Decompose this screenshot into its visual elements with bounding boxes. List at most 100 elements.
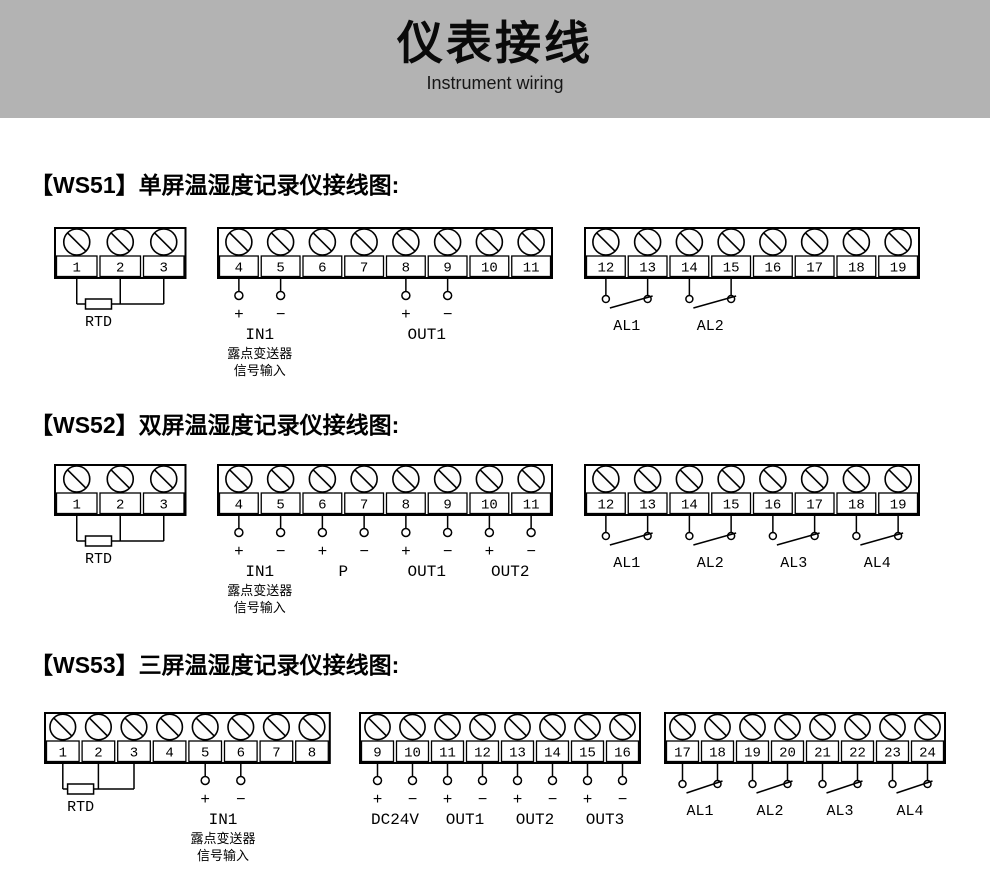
contact-lever-icon xyxy=(609,532,653,546)
plus-sign: + xyxy=(401,306,411,324)
minus-sign: − xyxy=(359,543,369,561)
contact-dot xyxy=(818,779,827,789)
page-subtitle: Instrument wiring xyxy=(426,73,564,93)
terminal-number-box xyxy=(295,740,329,763)
signal-label: IN1 xyxy=(209,811,238,829)
terminal-screw-slot xyxy=(396,232,416,252)
minus-sign: − xyxy=(526,543,536,561)
terminal-number-box xyxy=(385,255,426,278)
terminal-number-box xyxy=(511,492,552,515)
terminal-number-box xyxy=(152,740,187,763)
plus-sign: + xyxy=(583,791,593,809)
terminal-number: 7 xyxy=(272,746,280,762)
signal-label: OUT3 xyxy=(586,811,624,829)
terminal-screw-slot xyxy=(110,232,130,252)
contact-lever-icon xyxy=(609,295,653,309)
minus-sign: − xyxy=(443,306,453,324)
terminal-screw-slot xyxy=(804,469,825,489)
terminal-screw-slot xyxy=(883,717,902,737)
terminal-screw-slot xyxy=(804,232,825,252)
terminal-screw-slot xyxy=(479,232,500,252)
terminal-number: 10 xyxy=(481,261,498,277)
terminal-screw-slot xyxy=(229,469,249,489)
terminal-number-box xyxy=(570,740,605,763)
terminal-number: 19 xyxy=(890,498,907,514)
terminal-screw-slot xyxy=(918,717,937,737)
terminal-number: 17 xyxy=(806,498,823,514)
terminal-screw-slot xyxy=(763,232,783,252)
terminal-number: 9 xyxy=(373,746,381,762)
contact-lever-icon xyxy=(776,532,820,546)
terminal-number: 19 xyxy=(890,261,907,277)
section-title-ws52: 【WS52】双屏温湿度记录仪接线图: xyxy=(30,412,400,438)
terminal-number: 8 xyxy=(402,261,410,277)
terminal-screw-slot xyxy=(438,717,457,737)
terminal-number-box xyxy=(395,740,430,763)
terminal-number-box xyxy=(344,492,385,515)
terminal-number-box xyxy=(142,255,185,278)
terminal-screw-slot xyxy=(673,717,692,737)
terminal-number-box xyxy=(223,740,258,763)
terminal-number-box xyxy=(875,740,910,763)
terminal-number: 12 xyxy=(597,261,614,277)
terminal-number-box xyxy=(585,492,626,515)
terminal-number-box xyxy=(302,255,343,278)
rtd-resistor xyxy=(84,298,113,310)
terminal-screw-slot xyxy=(778,717,797,737)
terminal-number: 1 xyxy=(73,261,81,277)
terminal-screw-slot xyxy=(437,232,458,252)
terminal-number-box xyxy=(669,492,710,515)
terminal-screw-slot xyxy=(67,469,87,489)
signal-label: OUT1 xyxy=(408,563,446,581)
terminal-number-box xyxy=(81,740,116,763)
terminal-number: 12 xyxy=(597,498,614,514)
terminal-number: 16 xyxy=(764,498,781,514)
terminal-number-box xyxy=(511,255,552,278)
terminal-number-box xyxy=(627,255,668,278)
terminal-number-box xyxy=(45,740,80,763)
terminal-number-box xyxy=(259,740,294,763)
terminal-screw-slot xyxy=(613,717,632,737)
terminal-number: 13 xyxy=(509,746,526,762)
terminal-number-box xyxy=(627,492,668,515)
section-title-ws53: 【WS53】三屏温湿度记录仪接线图: xyxy=(30,652,400,678)
terminal-number: 12 xyxy=(474,746,491,762)
terminal-number-box xyxy=(535,740,570,763)
terminal-number: 13 xyxy=(639,498,656,514)
contact-label: AL2 xyxy=(697,555,724,572)
plus-sign: + xyxy=(513,791,523,809)
terminal-number-box xyxy=(878,255,919,278)
plus-sign: + xyxy=(401,543,411,561)
terminal-number: 2 xyxy=(116,498,124,514)
terminal-number: 6 xyxy=(237,746,245,762)
terminal-screw-slot xyxy=(508,717,527,737)
terminal-screw-slot xyxy=(596,232,616,252)
terminal-number-box xyxy=(752,255,793,278)
minus-sign: − xyxy=(276,543,286,561)
terminal-number-box xyxy=(669,255,710,278)
terminal-number-box xyxy=(469,255,510,278)
terminal-number: 11 xyxy=(439,746,456,762)
terminal-screw-slot xyxy=(521,232,541,252)
contact-label: AL4 xyxy=(896,803,923,820)
terminal-screw-slot xyxy=(846,232,867,252)
contact-dot xyxy=(601,294,611,304)
terminal-screw-slot xyxy=(578,717,597,737)
terminal-number-box xyxy=(770,740,805,763)
signal-terminal-dot xyxy=(401,527,411,538)
terminal-number-box xyxy=(465,740,500,763)
terminal-number-box xyxy=(794,492,835,515)
plus-sign: + xyxy=(373,791,383,809)
terminal-number-box xyxy=(665,740,700,763)
signal-terminal-dot xyxy=(275,290,286,301)
contact-label: AL1 xyxy=(613,318,640,335)
minus-sign: − xyxy=(548,791,558,809)
terminal-number: 5 xyxy=(276,498,284,514)
terminal-number-box xyxy=(711,255,752,278)
terminal-screw-slot xyxy=(195,717,215,737)
